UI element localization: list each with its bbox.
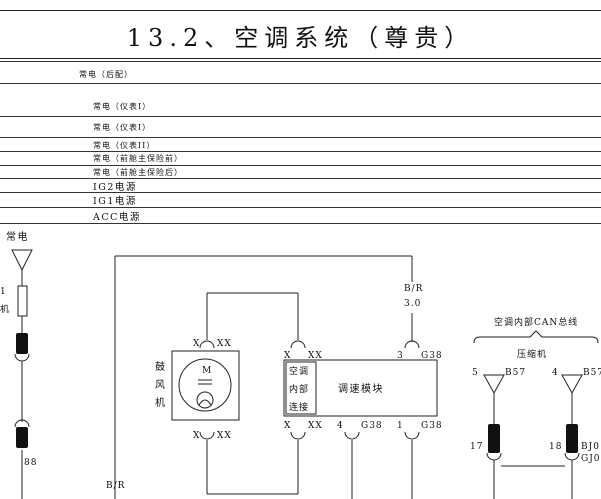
wire-color-label: B/R: [404, 284, 423, 294]
internal-connector-box: [285, 361, 317, 415]
connector-cup: [199, 431, 215, 440]
ground-arrow: [483, 374, 505, 395]
pin-label: XX: [217, 339, 232, 349]
bus-label: 常电（仪表II）: [93, 141, 156, 150]
compressor-label: 压缩机: [517, 348, 547, 360]
connector-id: BJ0: [581, 442, 600, 452]
pin-label: XX: [308, 351, 323, 361]
connector-plug: [488, 424, 500, 453]
speed-module-box: [283, 359, 438, 417]
connector-id: GJ0: [581, 454, 601, 464]
title-box: [0, 10, 601, 59]
connector-cup: [199, 340, 215, 349]
connector-plug: [16, 333, 28, 354]
bus-line: [0, 116, 601, 117]
wire-color-label: B/R: [106, 481, 125, 491]
pin-number: 4: [337, 421, 344, 431]
fuse-number: 1: [0, 287, 7, 297]
module-connector-label: 空调: [289, 365, 309, 377]
fuse-label: 机: [0, 303, 10, 315]
pin-label: X: [284, 351, 291, 361]
wire-size-label: 3.0: [404, 299, 421, 309]
pin-number: 18: [549, 442, 562, 452]
motor-symbol: M: [202, 366, 212, 376]
connector-cup: [564, 452, 580, 461]
motor-circle: [178, 358, 232, 412]
connector-cup: [344, 431, 360, 440]
fan-blade: [198, 399, 212, 406]
pin-connector: B57: [583, 368, 601, 378]
bus-line: [0, 61, 601, 62]
page-title: 13.2、空调系统（尊贵）: [126, 24, 475, 52]
bus-line: [0, 178, 601, 179]
connector-cup: [14, 353, 30, 362]
supply-label: 常电: [6, 230, 29, 243]
bus-label: IG2电源: [93, 182, 137, 193]
speed-module-label: 调速模块: [338, 383, 384, 395]
connector-cup: [290, 340, 306, 349]
pin-label: X: [284, 421, 291, 431]
bus-label: 常电（前舱主保险后）: [93, 168, 183, 177]
connector-cup: [290, 431, 306, 440]
bus-line: [0, 207, 601, 208]
bus-label: 常电（后配）: [79, 70, 133, 79]
bus-label: 常电（仪表I）: [93, 123, 152, 132]
blower-label: 鼓: [155, 360, 167, 373]
connector-cup: [14, 419, 30, 428]
connector-cup: [404, 431, 420, 440]
bus-label: ACC电源: [93, 212, 141, 223]
module-connector-label: 连接: [289, 401, 309, 413]
blower-label: 机: [155, 396, 167, 409]
fuse-symbol: [17, 285, 28, 317]
bus-line: [0, 137, 601, 138]
pin-connector: G38: [361, 421, 383, 431]
pin-number: 5: [472, 368, 479, 378]
blower-label: 风: [155, 379, 167, 391]
fan-icon: [196, 391, 214, 409]
supply-arrow-left: [11, 249, 33, 272]
pin-number: 17: [470, 442, 483, 452]
pin-label: X: [193, 431, 200, 441]
connector-plug: [16, 427, 28, 448]
bus-line: [0, 165, 601, 166]
bus-label: 常电（前舱主保险前）: [93, 154, 183, 163]
bus-line: [0, 151, 601, 152]
can-bus-title: 空调内部CAN总线: [494, 316, 578, 328]
connector-plug: [566, 424, 578, 453]
pin-label: XX: [308, 421, 323, 431]
pin-number: 4: [552, 368, 559, 378]
pin-number: 3: [397, 351, 404, 361]
connector-cup: [404, 340, 420, 349]
pin-number: 1: [397, 421, 404, 431]
bus-label: 常电（仪表I）: [93, 102, 152, 111]
pin-label: XX: [217, 431, 232, 441]
pin-connector: G38: [421, 421, 443, 431]
module-connector-label: 内部: [289, 383, 309, 395]
bus-label: IG1电源: [93, 196, 137, 207]
pin-connector: G38: [421, 351, 443, 361]
pin-label: X: [193, 339, 200, 349]
bus-line: [0, 223, 601, 224]
blower-box: [171, 350, 240, 421]
ground-arrow: [561, 374, 583, 395]
pin-connector: B57: [505, 368, 526, 378]
pin-label: 88: [24, 458, 37, 468]
connector-cup: [486, 452, 502, 461]
bus-line: [0, 192, 601, 193]
bus-line: [0, 83, 601, 84]
group-bracket: [473, 330, 599, 344]
